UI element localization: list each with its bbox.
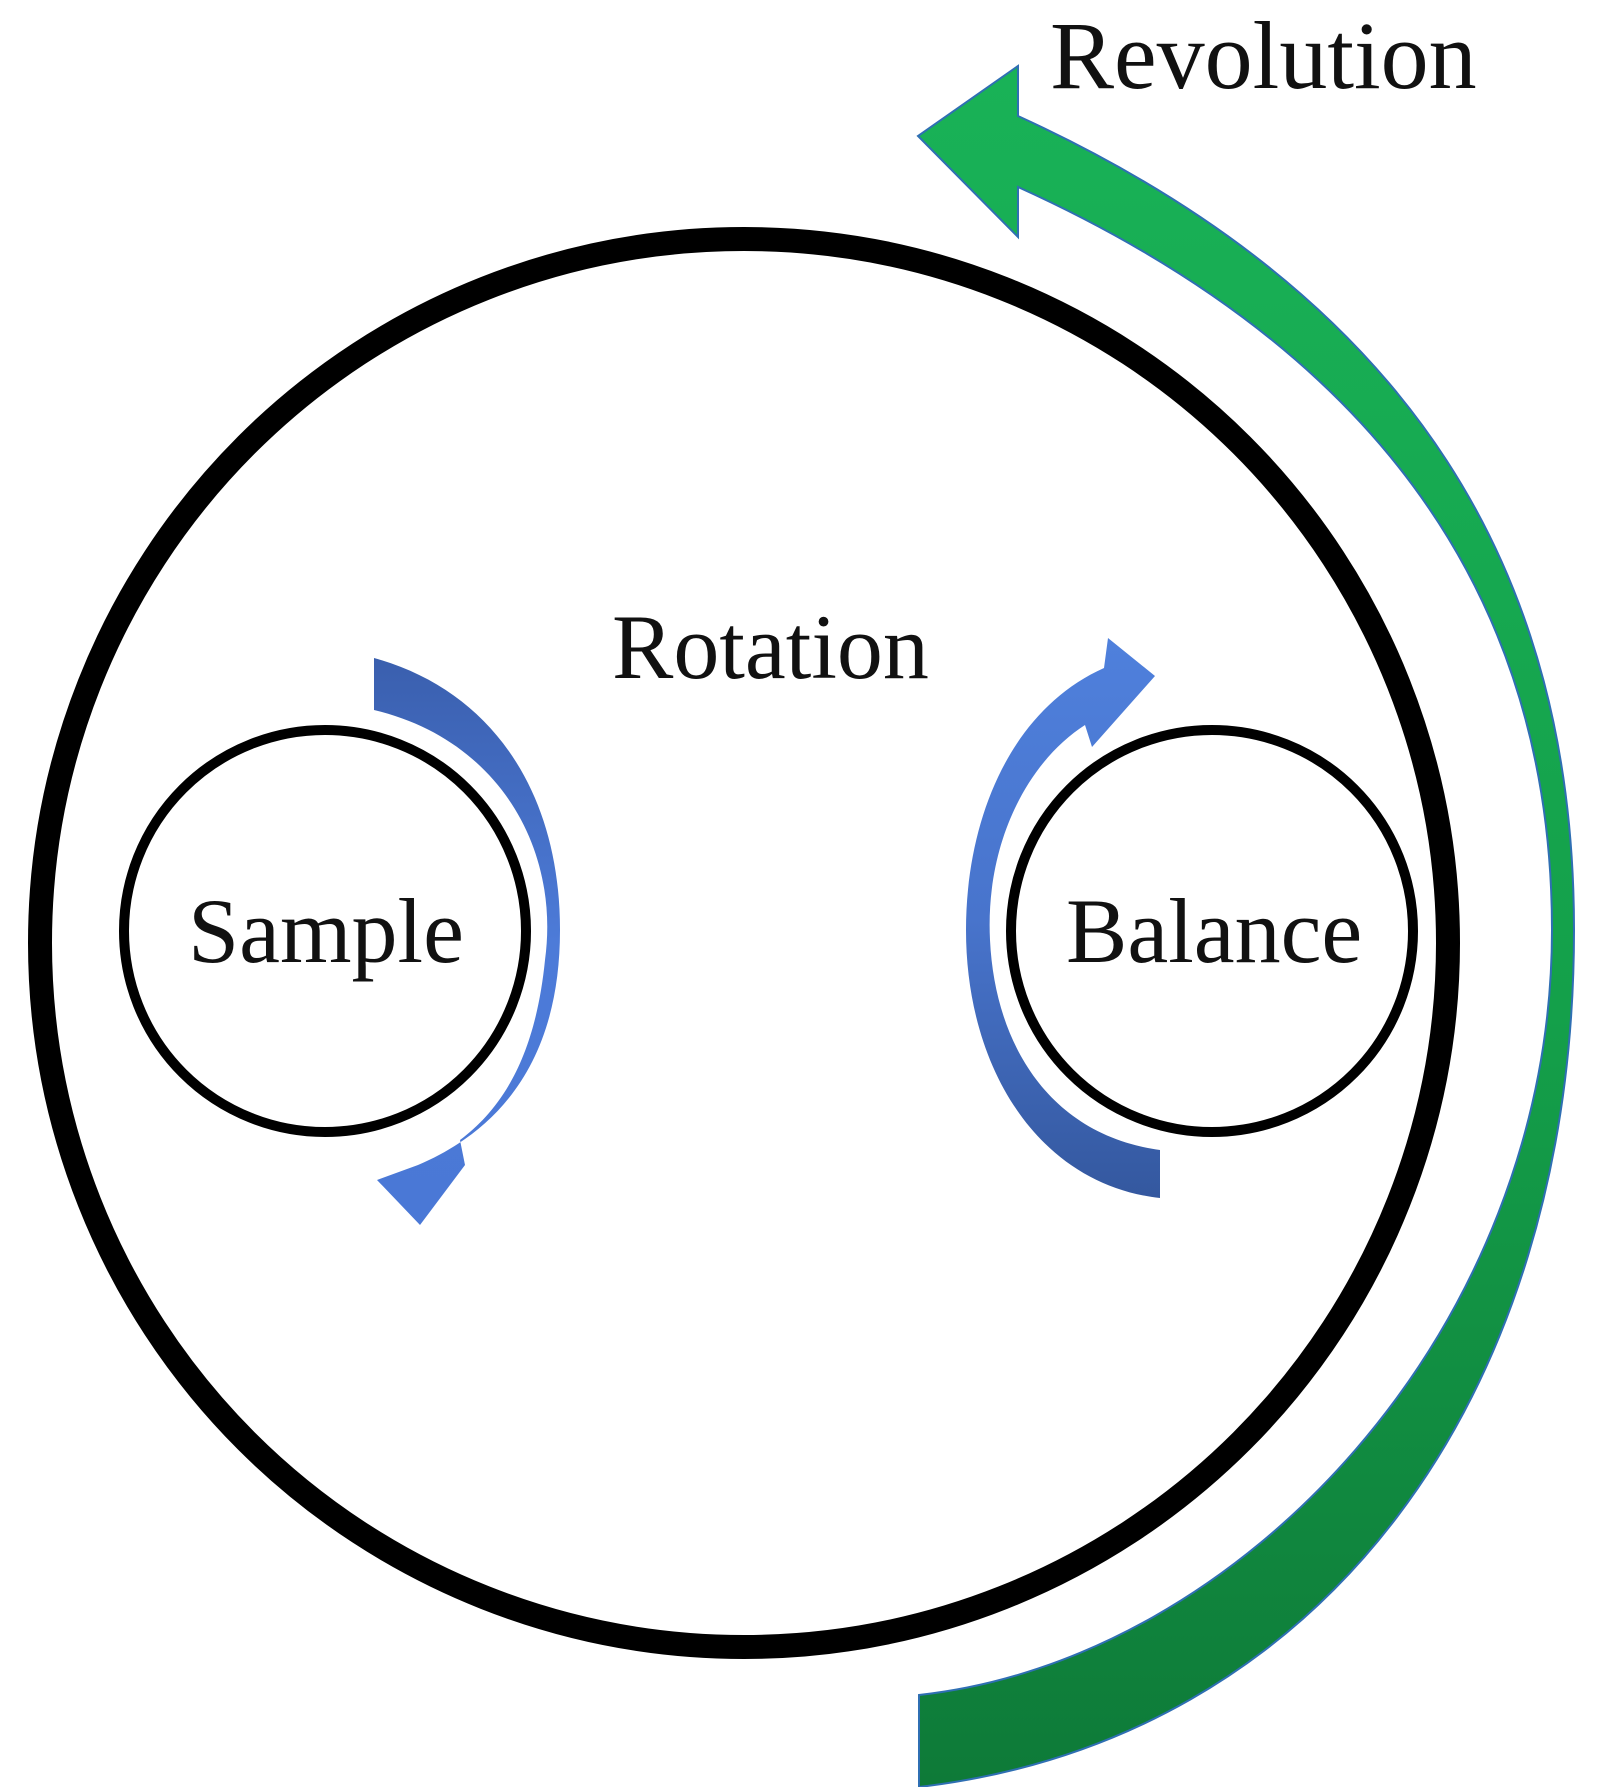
balance-rotation-arrow-icon [966, 638, 1160, 1198]
rotation-label: Rotation [612, 596, 929, 698]
balance-label: Balance [1066, 880, 1362, 982]
revolution-arc-arrow-icon [916, 64, 1576, 1787]
sample-rotation-arrow-icon [374, 658, 560, 1225]
rotor-outer-ring [28, 227, 1460, 1659]
sample-label: Sample [188, 880, 464, 982]
revolution-label: Revolution [1050, 2, 1477, 109]
balance-tube [1006, 725, 1418, 1137]
sample-tube [119, 725, 531, 1137]
